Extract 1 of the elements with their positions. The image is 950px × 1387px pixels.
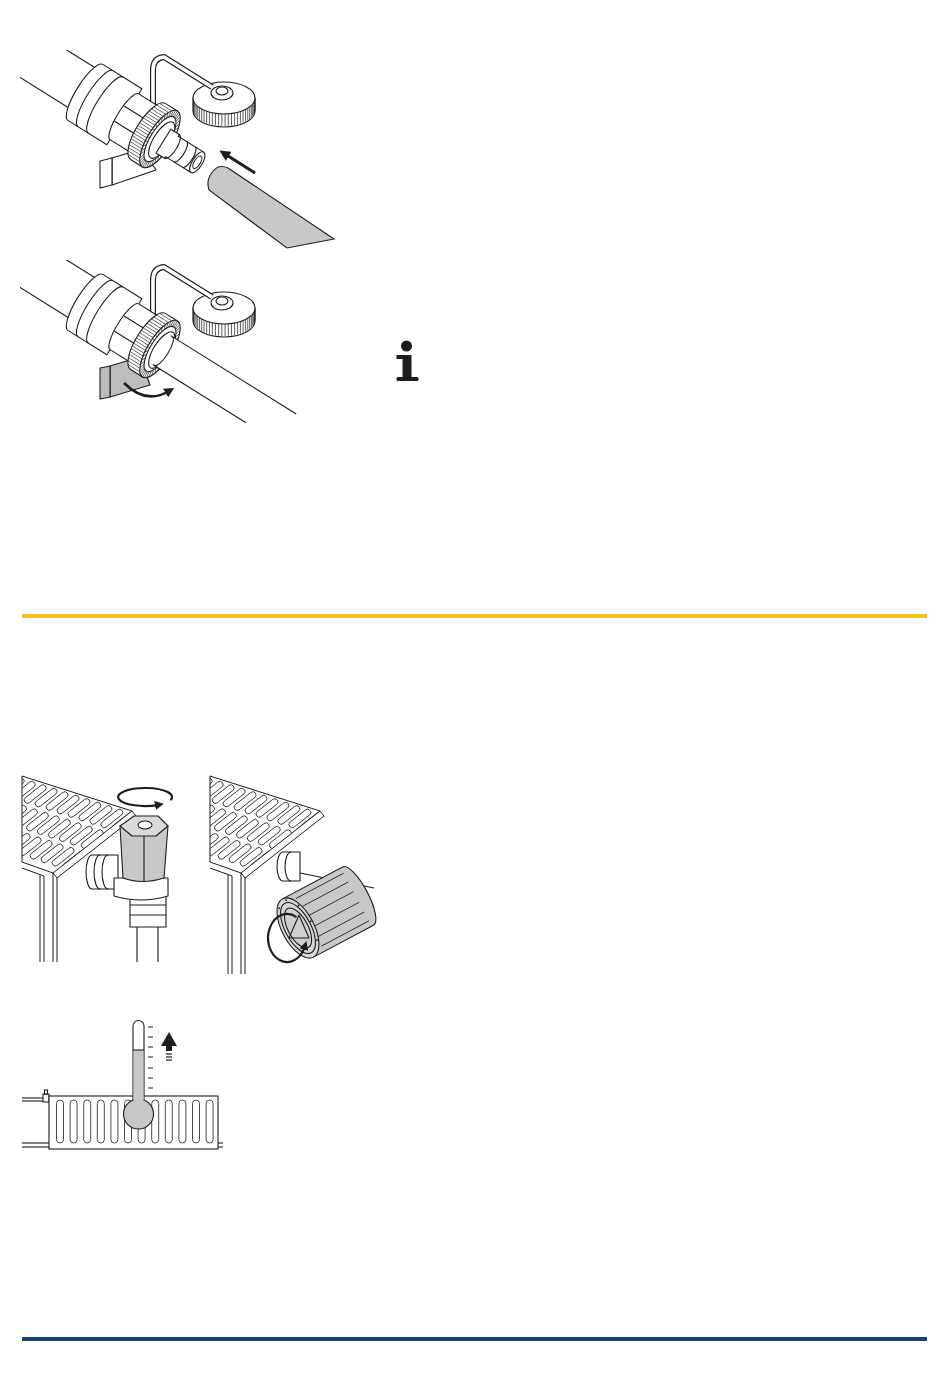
thermostatic-head-illustration (208, 772, 378, 974)
